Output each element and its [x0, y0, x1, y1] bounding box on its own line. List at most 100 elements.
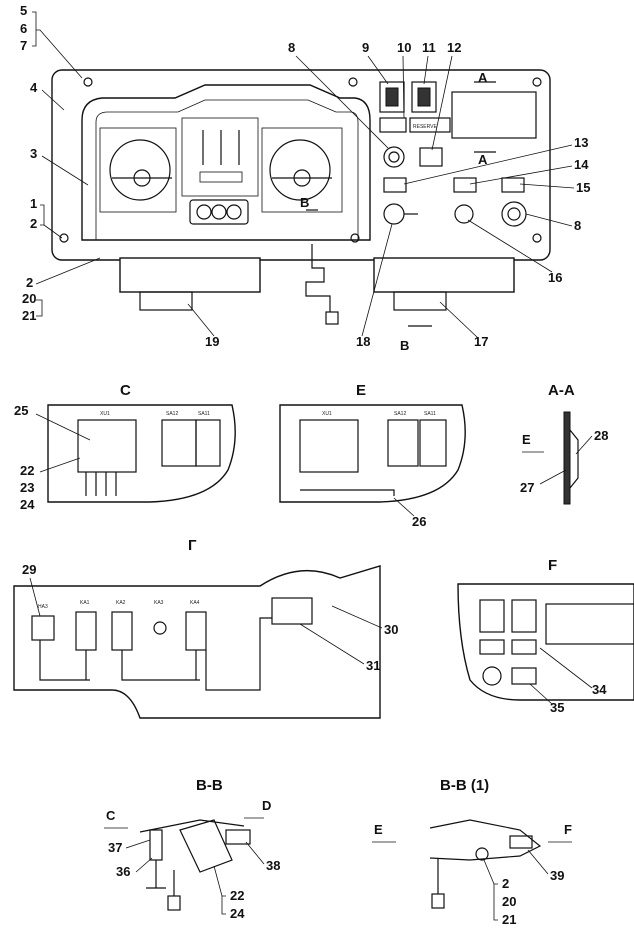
label-ka4: KA4: [190, 600, 200, 606]
callout-15: 15: [576, 180, 590, 195]
aa-panel-section: [563, 411, 571, 505]
screw-icon: [348, 77, 358, 87]
callout-2-bottom: 2: [26, 275, 33, 290]
callout-22-bb: 22: [230, 888, 244, 903]
callout-34: 34: [592, 682, 607, 697]
top-callouts: 5 6 7 4 3 1 2 2 20 21 8 9 10 11 12 13 14…: [20, 3, 590, 353]
label-ka3: KA3: [154, 600, 164, 606]
callout-6: 6: [20, 21, 27, 36]
main-panel-view: RESERVE: [51, 69, 551, 327]
bb1-arrow-f: F: [564, 822, 572, 837]
screw-icon: [350, 233, 360, 243]
plug-17: [393, 291, 447, 311]
callout-22-c: 22: [20, 463, 34, 478]
view-b-b: B-B C D 37 36 38 22 24: [104, 777, 280, 921]
bb1-arrow-e: E: [374, 822, 383, 837]
view-bb-title: B-B: [196, 777, 223, 794]
knob-8-left: [383, 146, 405, 168]
callout-39: 39: [550, 868, 564, 883]
top-leader-lines: [32, 11, 575, 339]
relay-ka3-socket: [153, 621, 167, 635]
callout-13: 13: [574, 135, 588, 150]
section-b-bottom: B: [400, 338, 409, 353]
reserve-text: RESERVE: [413, 124, 437, 130]
view-c-wires: [85, 472, 117, 496]
f-display-window: [545, 603, 634, 645]
label-sa12-c: SA12: [166, 411, 178, 417]
plug-19: [139, 291, 193, 311]
callout-21: 21: [22, 308, 36, 323]
callout-14: 14: [574, 157, 589, 172]
right-gauge-dial: [269, 139, 331, 201]
callout-24-bb: 24: [230, 906, 245, 921]
ignition-plate-12: [419, 147, 443, 167]
reserve-plate: [409, 117, 451, 133]
bb1-screw: [475, 847, 489, 861]
callout-30: 30: [384, 622, 398, 637]
section-a-top: A: [478, 70, 488, 85]
battery-plate-15: [501, 177, 525, 193]
horn-plate-14: [453, 177, 477, 193]
label-xu1-c: XU1: [100, 411, 110, 417]
bb1-panel-edge: [429, 819, 542, 861]
bb-connector-38: [225, 829, 251, 845]
screw-icon: [83, 77, 93, 87]
callout-5: 5: [20, 3, 27, 18]
view-g-title: Г: [188, 537, 197, 554]
view-g: Г HA3 KA1 KA2 KA3 KA4 29 30 31: [13, 537, 398, 719]
bb-plug: [167, 895, 181, 911]
center-gauges-frame: [181, 117, 259, 197]
symbol-plate-13: [383, 177, 407, 193]
callout-31: 31: [366, 658, 380, 673]
screw-icon: [532, 233, 542, 243]
callout-2-bb1: 2: [502, 876, 509, 891]
knob-8-left-center: [388, 151, 400, 163]
screw-icon: [532, 77, 542, 87]
callout-10: 10: [397, 40, 411, 55]
aa-cover: [569, 429, 579, 489]
cluster-housing: [81, 84, 371, 241]
callout-8-top: 8: [288, 40, 295, 55]
bb-arrow-c: C: [106, 808, 116, 823]
connector-box-19: [119, 257, 261, 293]
callout-20: 20: [22, 291, 36, 306]
headlight-symbol-plate: [379, 117, 407, 133]
view-c-plate: [47, 404, 236, 503]
warning-lamp-block: [189, 199, 249, 225]
right-gauge-frame: [261, 127, 343, 213]
callout-1: 1: [30, 196, 37, 211]
knob-8-right-center: [507, 207, 521, 221]
f-rocker-2: [511, 599, 537, 633]
callout-18: 18: [356, 334, 370, 349]
callout-28: 28: [594, 428, 608, 443]
left-gauge-frame: [99, 127, 177, 213]
callout-2-top: 2: [30, 216, 37, 231]
connector-box-17: [373, 257, 515, 293]
button-16: [454, 204, 474, 224]
switch-sa12-e: [387, 419, 419, 467]
callout-25: 25: [14, 403, 28, 418]
callout-27: 27: [520, 480, 534, 495]
callout-35: 35: [550, 700, 564, 715]
bb-panel-edge: [139, 819, 245, 833]
aa-arrow-e: E: [522, 432, 531, 447]
display-window: [451, 91, 537, 139]
callout-38: 38: [266, 858, 280, 873]
view-f-title: F: [548, 557, 557, 574]
relay-ha3: [31, 615, 55, 641]
f-button-35: [511, 667, 537, 685]
label-ka2: KA2: [116, 600, 126, 606]
callout-16: 16: [548, 270, 562, 285]
callout-20-bb1: 20: [502, 894, 516, 909]
relay-block-xu1: [77, 419, 137, 473]
screw-icon: [59, 233, 69, 243]
rocker-switch-11-key: [417, 87, 431, 107]
view-g-wires: [39, 617, 272, 691]
section-a-bottom: A: [478, 152, 488, 167]
switch-sa11: [195, 419, 221, 467]
callout-9: 9: [362, 40, 369, 55]
view-b-b-1: B-B (1) E F 2 20 21 39: [372, 777, 572, 927]
callout-36: 36: [116, 864, 130, 879]
label-xu1-e: XU1: [322, 411, 332, 417]
